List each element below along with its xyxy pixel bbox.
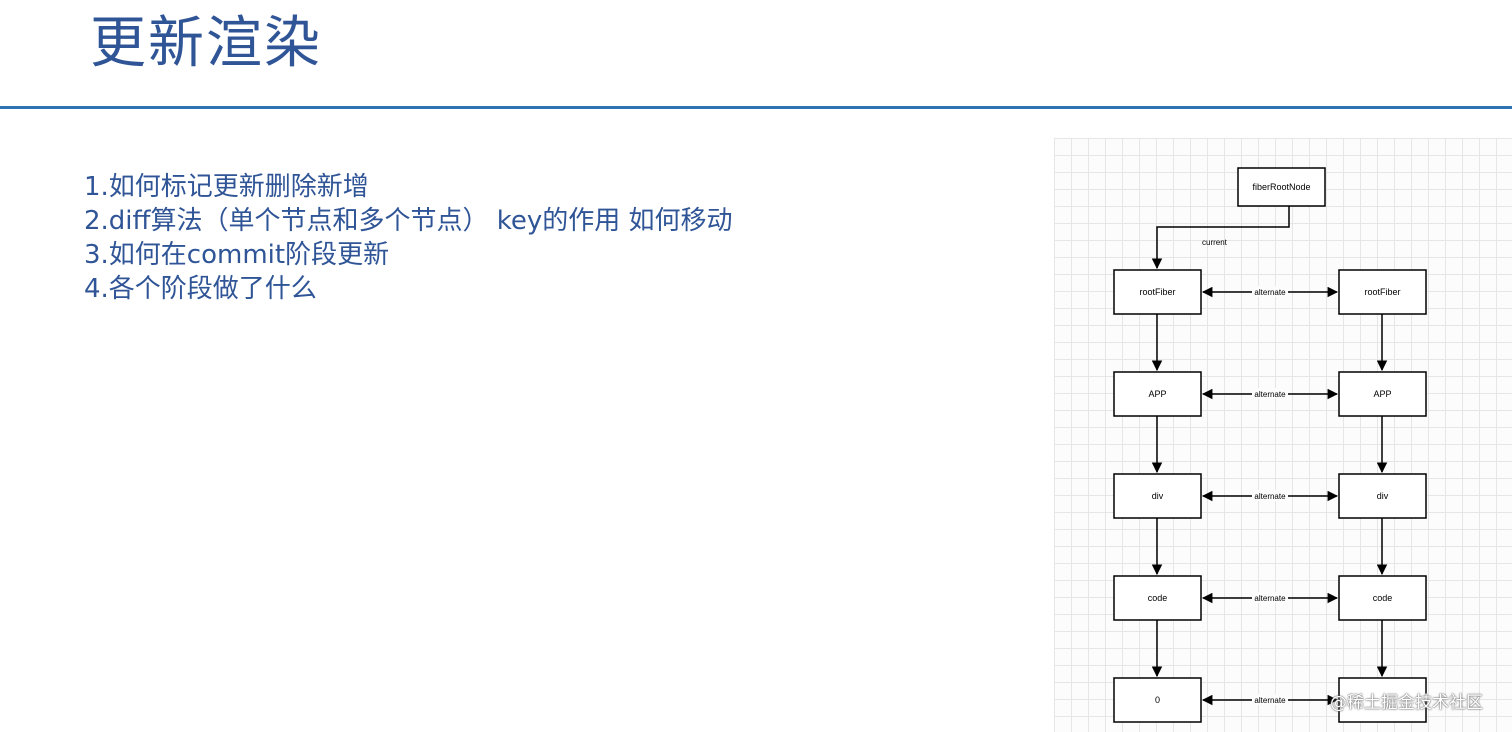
node-left-2 bbox=[1113, 371, 1202, 417]
watermark: @稀土掘金技术社区 bbox=[1330, 693, 1483, 713]
bullet-item-4: 4.各个阶段做了什么 bbox=[84, 274, 317, 304]
bullet-list: 1.如何标记更新删除新增 2.diff算法（单个节点和多个节点） key的作用 … bbox=[84, 170, 733, 306]
node-left-1-label: rootFiber bbox=[1139, 287, 1175, 297]
node-left-3 bbox=[1113, 473, 1202, 519]
node-right-1-label: rootFiber bbox=[1364, 287, 1400, 297]
bullet-item-2: 2.diff算法（单个节点和多个节点） key的作用 如何移动 bbox=[84, 206, 733, 236]
node-left-5-label: 0 bbox=[1155, 695, 1160, 705]
node-right-3-label: div bbox=[1377, 491, 1389, 501]
alternate-edge-3-label-bg bbox=[1252, 490, 1288, 501]
current-edge-label: current bbox=[1202, 238, 1228, 247]
alternate-edge-1-label-bg bbox=[1252, 286, 1288, 297]
bullet-item-1: 1.如何标记更新删除新增 bbox=[84, 172, 369, 202]
current-edge bbox=[1151, 206, 1290, 270]
alternate-edge-5-label-bg bbox=[1252, 694, 1288, 705]
alternate-edge-3-label: alternate bbox=[1254, 492, 1286, 501]
node-right-5 bbox=[1338, 677, 1427, 723]
node-left-3-label: div bbox=[1152, 491, 1164, 501]
node-left-5 bbox=[1113, 677, 1202, 723]
node-left-2-label: APP bbox=[1148, 389, 1166, 399]
node-right-4-label: code bbox=[1373, 593, 1393, 603]
slide-title: 更新渲染 bbox=[90, 11, 322, 76]
node-left-4-label: code bbox=[1148, 593, 1168, 603]
node-right-3 bbox=[1338, 473, 1427, 519]
node-left-1 bbox=[1113, 269, 1202, 315]
alternate-edge-1-label: alternate bbox=[1254, 288, 1286, 297]
title-divider bbox=[0, 106, 1512, 109]
node-right-2-label: APP bbox=[1373, 389, 1391, 399]
node-fiber-root bbox=[1237, 167, 1326, 207]
fiber-tree-diagram: fiberRootNode current rootFiber rootFiber… bbox=[1054, 138, 1512, 732]
alternate-edge-2-label-bg bbox=[1252, 388, 1288, 399]
fiber-tree-svg: fiberRootNode current rootFiber rootFiber… bbox=[1113, 167, 1427, 723]
node-right-4 bbox=[1338, 575, 1427, 621]
alternate-edge-4-label-bg bbox=[1252, 592, 1288, 603]
alternate-edge-2-label: alternate bbox=[1254, 390, 1286, 399]
alternate-edge-4-label: alternate bbox=[1254, 594, 1286, 603]
bullet-item-3: 3.如何在commit阶段更新 bbox=[84, 240, 390, 270]
alternate-edge-5-label: alternate bbox=[1254, 696, 1286, 705]
node-fiber-root-label: fiberRootNode bbox=[1252, 182, 1310, 192]
